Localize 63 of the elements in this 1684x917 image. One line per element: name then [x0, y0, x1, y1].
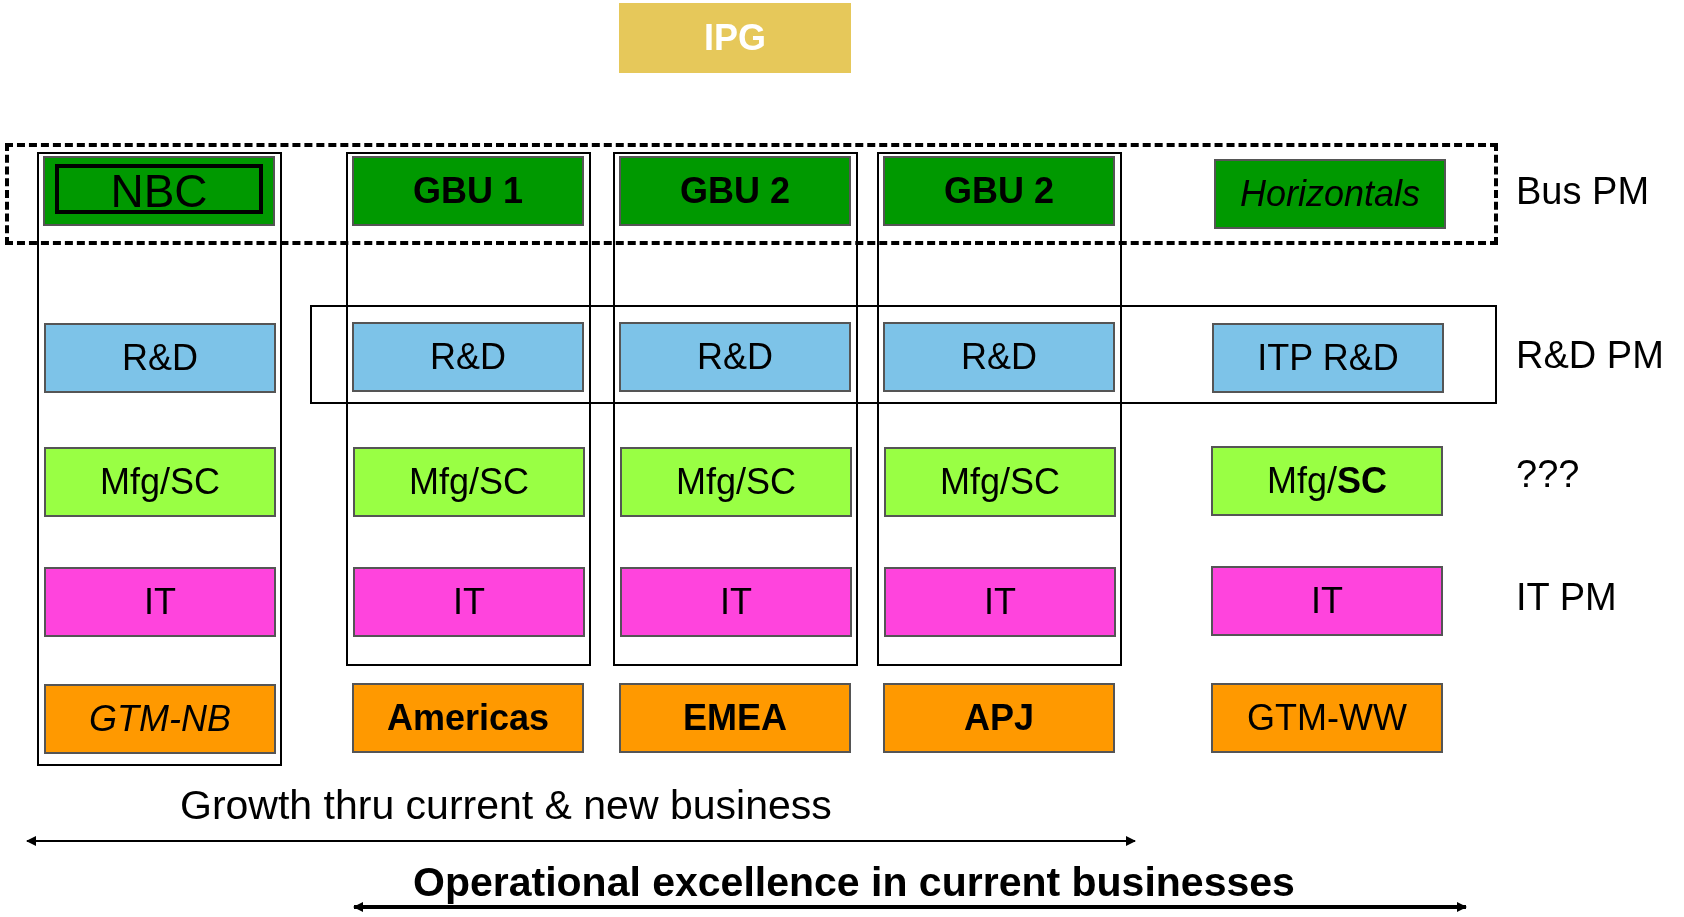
box-label: R&D: [122, 340, 198, 376]
it-box: [620, 567, 852, 637]
box-label: NBC: [110, 168, 208, 214]
bus-unit-box: [619, 156, 851, 226]
market-box: [44, 684, 276, 754]
row-label: R&D PM: [1516, 336, 1664, 374]
span-label: Operational excellence in current businesses: [413, 862, 1295, 903]
box-label: R&D: [961, 339, 1037, 375]
box-label: R&D: [697, 339, 773, 375]
bus-unit-box: [883, 156, 1115, 226]
column-outline: [877, 152, 1122, 666]
bus-unit-box: [352, 156, 584, 226]
box-label: Mfg/SC: [940, 464, 1060, 500]
box-label: GTM-WW: [1247, 700, 1407, 736]
box-label: IT: [144, 584, 176, 620]
box-label: GTM-NB: [89, 701, 231, 737]
box-label: APJ: [964, 700, 1034, 736]
mfg-box: [884, 447, 1116, 517]
box-label: ITP R&D: [1257, 340, 1399, 376]
market-box: [619, 683, 851, 753]
it-box: [884, 567, 1116, 637]
box-label: GBU 2: [944, 173, 1054, 209]
title-box: [619, 3, 851, 73]
market-box: [352, 683, 584, 753]
mfg-box: [1211, 446, 1443, 516]
it-box: [353, 567, 585, 637]
box-label: EMEA: [683, 700, 787, 736]
rd-box: [883, 322, 1115, 392]
box-label: Mfg/SC: [676, 464, 796, 500]
mfg-box: [620, 447, 852, 517]
bus-unit-box: [1214, 159, 1446, 229]
row-label: Bus PM: [1516, 172, 1650, 210]
it-box: [44, 567, 276, 637]
group-outline: [310, 305, 1497, 404]
mfg-box: [44, 447, 276, 517]
box-label: Mfg/SC: [100, 464, 220, 500]
market-box: [883, 683, 1115, 753]
rd-box: [1212, 323, 1444, 393]
column-outline: [346, 152, 591, 666]
box-label: IT: [453, 584, 485, 620]
span-label: Growth thru current & new business: [180, 785, 832, 826]
box-label: Horizontals: [1239, 176, 1421, 212]
it-box: [1211, 566, 1443, 636]
bus-unit-box: [43, 156, 275, 226]
box-label: GBU 1: [413, 173, 523, 209]
box-label: IT: [720, 584, 752, 620]
market-box: [1211, 683, 1443, 753]
mfg-box: [353, 447, 585, 517]
title-text: IPG: [704, 20, 766, 56]
rd-box: [44, 323, 276, 393]
rd-box: [619, 322, 851, 392]
column-outline: [613, 152, 858, 666]
rd-box: [352, 322, 584, 392]
box-label: Mfg/SC: [1267, 463, 1387, 499]
box-label: R&D: [430, 339, 506, 375]
box-label: GBU 2: [680, 173, 790, 209]
box-label: Americas: [386, 700, 550, 736]
column-outline: [37, 152, 282, 766]
box-label: IT: [984, 584, 1016, 620]
row-label: IT PM: [1516, 578, 1617, 616]
box-label: Mfg/SC: [409, 464, 529, 500]
box-label: IT: [1311, 583, 1343, 619]
row-label: ???: [1516, 455, 1580, 493]
